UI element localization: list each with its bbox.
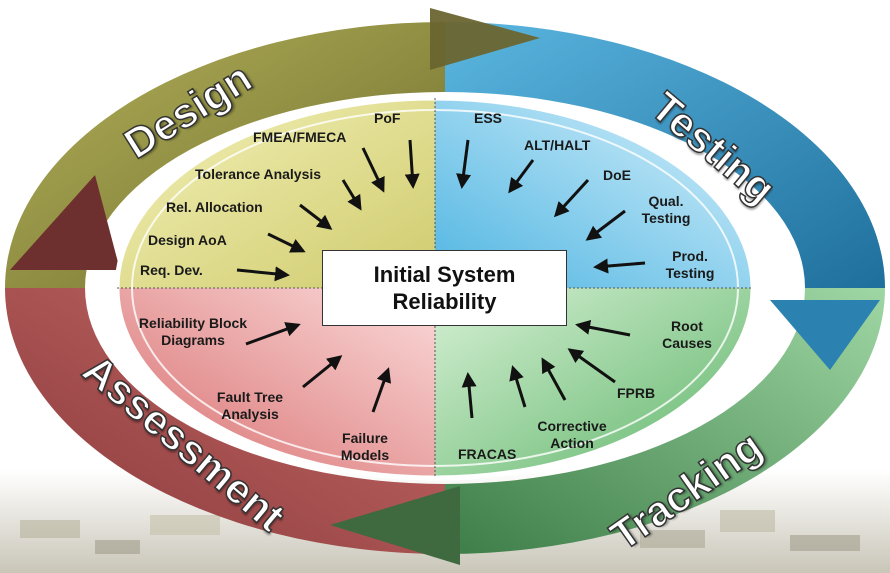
- outer-ring-tracking: [445, 288, 885, 554]
- assessment-item-failure-line1: Failure: [342, 430, 388, 446]
- assessment-item-fta-line1: Fault Tree: [216, 389, 284, 405]
- testing-item-qual: Qual. Testing: [636, 193, 696, 227]
- tracking-item-root-line2: Causes: [662, 335, 712, 351]
- arrow-rbd: [245, 322, 301, 346]
- arrow-fprb: [567, 348, 616, 384]
- outer-ring-assessment: [5, 288, 445, 554]
- arrow-doe: [553, 178, 590, 218]
- testing-item-alt-halt: ALT/HALT: [524, 137, 591, 153]
- outer-ring-design: [5, 22, 445, 288]
- tracking-item-corrective-action: Corrective Action: [527, 418, 617, 452]
- testing-item-prod-line2: Testing: [665, 265, 715, 281]
- design-item-aoa: Design AoA: [148, 232, 227, 248]
- center-title-line1: Initial System: [373, 262, 516, 287]
- arrow-pof: [404, 139, 420, 189]
- arrow-allocation: [299, 203, 333, 230]
- arrow-root-causes: [575, 319, 631, 337]
- testing-item-qual-line2: Testing: [641, 210, 691, 226]
- assessment-item-fta: Fault Tree Analysis: [205, 389, 295, 423]
- tracking-item-corrective-line1: Corrective: [537, 418, 607, 434]
- arrow-failure: [371, 367, 392, 413]
- arrow-fmea: [361, 147, 385, 193]
- assessment-item-fta-line2: Analysis: [221, 406, 279, 422]
- arrowhead-assessment-to-design: [10, 175, 120, 270]
- assessment-item-rbd-line1: Reliability Block: [138, 315, 248, 331]
- design-item-allocation: Rel. Allocation: [166, 199, 263, 215]
- tracking-item-fracas: FRACAS: [458, 446, 517, 462]
- arrow-tolerance: [341, 179, 362, 211]
- arrow-aoa: [267, 232, 306, 253]
- testing-item-qual-line1: Qual.: [648, 193, 684, 209]
- center-title-box: Initial System Reliability: [322, 250, 567, 326]
- quadrant-design: [117, 98, 435, 288]
- arrowhead-testing-to-tracking: [770, 300, 880, 370]
- arrow-qual: [585, 209, 626, 241]
- tracking-item-root-causes: Root Causes: [652, 318, 722, 352]
- design-item-pof: PoF: [374, 110, 401, 126]
- assessment-item-rbd: Reliability Block Diagrams: [128, 315, 258, 349]
- center-title-line2: Reliability: [392, 289, 497, 314]
- arrow-prod: [593, 258, 646, 274]
- tracking-item-root-line1: Root: [671, 318, 703, 334]
- testing-item-ess: ESS: [474, 110, 503, 126]
- floor-camo: [20, 510, 860, 554]
- testing-item-prod: Prod. Testing: [660, 248, 720, 282]
- quadrant-assessment: [117, 288, 435, 478]
- arrow-ess: [456, 139, 471, 189]
- assessment-item-failure-line2: Models: [340, 447, 390, 463]
- design-item-tolerance: Tolerance Analysis: [195, 166, 322, 182]
- outer-ring-testing: [445, 22, 885, 288]
- tracking-item-fprb: FPRB: [617, 385, 656, 401]
- arrowhead-design-to-testing: [430, 8, 540, 70]
- arrow-fracas: [461, 372, 477, 419]
- arrowhead-tracking-to-assessment: [330, 486, 460, 565]
- design-item-fmea: FMEA/FMECA: [253, 129, 347, 145]
- quadrant-tracking: [435, 288, 753, 478]
- testing-item-prod-line1: Prod.: [672, 248, 708, 264]
- assessment-item-rbd-line2: Diagrams: [161, 332, 225, 348]
- quadrant-testing: [435, 98, 753, 288]
- assessment-item-failure-models: Failure Models: [325, 430, 405, 464]
- design-item-req-dev: Req. Dev.: [140, 262, 203, 278]
- testing-item-doe: DoE: [603, 167, 631, 183]
- arrow-fta: [302, 355, 343, 389]
- arrow-corrective-2: [509, 365, 527, 408]
- arrow-corrective: [541, 357, 567, 401]
- arrow-alt-halt: [508, 159, 535, 194]
- tracking-item-corrective-line2: Action: [550, 435, 594, 451]
- arrow-req-dev: [236, 266, 290, 282]
